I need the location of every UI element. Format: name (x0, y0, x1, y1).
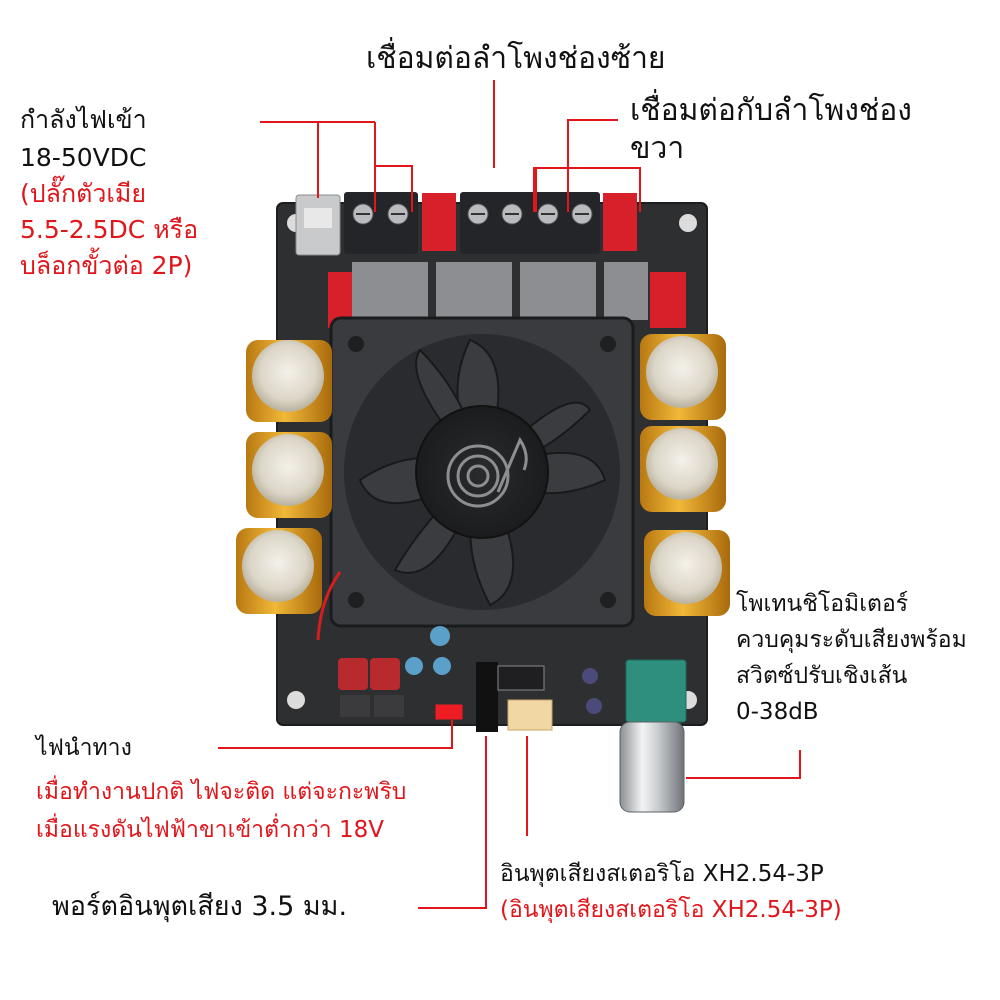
xh-connector (507, 699, 553, 731)
inductor (352, 262, 428, 320)
inductor (604, 262, 648, 320)
xh-input-note: (อินพุตเสียงสเตอริโอ XH2.54-3P) (500, 897, 842, 923)
small-capacitor (582, 668, 598, 684)
power-title: กำลังไฟเข้า (20, 105, 147, 134)
left-speaker-label: เชื่อมต่อลำโพงช่องซ้าย (366, 41, 666, 76)
small-capacitor (433, 657, 451, 675)
pot-label-line1: โพเทนชิโอมิเตอร์ (736, 591, 909, 617)
audio-jack-label: พอร์ตอินพุตเสียง 3.5 มม. (52, 891, 348, 922)
pot-label-line2: ควบคุมระดับเสียงพร้อม (736, 627, 967, 653)
small-capacitor (370, 658, 400, 690)
right-speaker-label-line2: ขวา (630, 131, 685, 166)
capacitor (246, 432, 332, 518)
red-capacitor (422, 193, 456, 251)
mount-hole (679, 214, 697, 232)
small-capacitor (338, 658, 368, 690)
capacitor (236, 528, 322, 614)
mount-hole (287, 691, 305, 709)
fan-hub (415, 405, 549, 539)
led (435, 704, 463, 720)
dip-switch (497, 665, 545, 691)
pot-label-line4: 0-38dB (736, 699, 819, 725)
indicator-note-line2: เมื่อแรงดันไฟฟ้าขาเข้าต่ำกว่า 18V (36, 817, 385, 843)
capacitor (644, 530, 730, 616)
power-voltage: 18-50VDC (20, 143, 147, 172)
chip (374, 695, 404, 717)
power-note-line2: 5.5-2.5DC หรือ (20, 215, 199, 244)
xh-input-title: อินพุตเสียงสเตอริโอ XH2.54-3P (500, 861, 824, 887)
red-capacitor (650, 272, 686, 328)
chip (340, 695, 370, 717)
red-capacitor (603, 193, 637, 251)
capacitor (640, 426, 726, 512)
small-capacitor (586, 698, 602, 714)
potentiometer-knob[interactable] (619, 721, 685, 813)
capacitor (640, 334, 726, 420)
inductor (520, 262, 596, 320)
small-capacitor (430, 626, 450, 646)
power-terminal (344, 192, 418, 254)
indicator-title: ไฟนำทาง (36, 735, 132, 761)
speaker-terminal-block (460, 192, 600, 254)
logo-icon (446, 436, 528, 508)
pot-label-line3: สวิตซ์ปรับเชิงเส้น (736, 663, 908, 689)
callout-lines (218, 80, 801, 909)
inductor (436, 262, 512, 320)
capacitor (246, 340, 332, 422)
audio-jack (476, 662, 498, 732)
small-capacitor (405, 657, 423, 675)
power-note-line3: บล็อกขั้วต่อ 2P) (20, 251, 193, 280)
power-note-line1: (ปลั๊กตัวเมีย (20, 179, 147, 208)
right-speaker-label-line1: เชื่อมต่อกับลำโพงช่อง (630, 93, 912, 128)
potentiometer-body (625, 659, 687, 723)
indicator-note-line1: เมื่อทำงานปกติ ไฟจะติด แต่จะกะพริบ (36, 779, 407, 805)
